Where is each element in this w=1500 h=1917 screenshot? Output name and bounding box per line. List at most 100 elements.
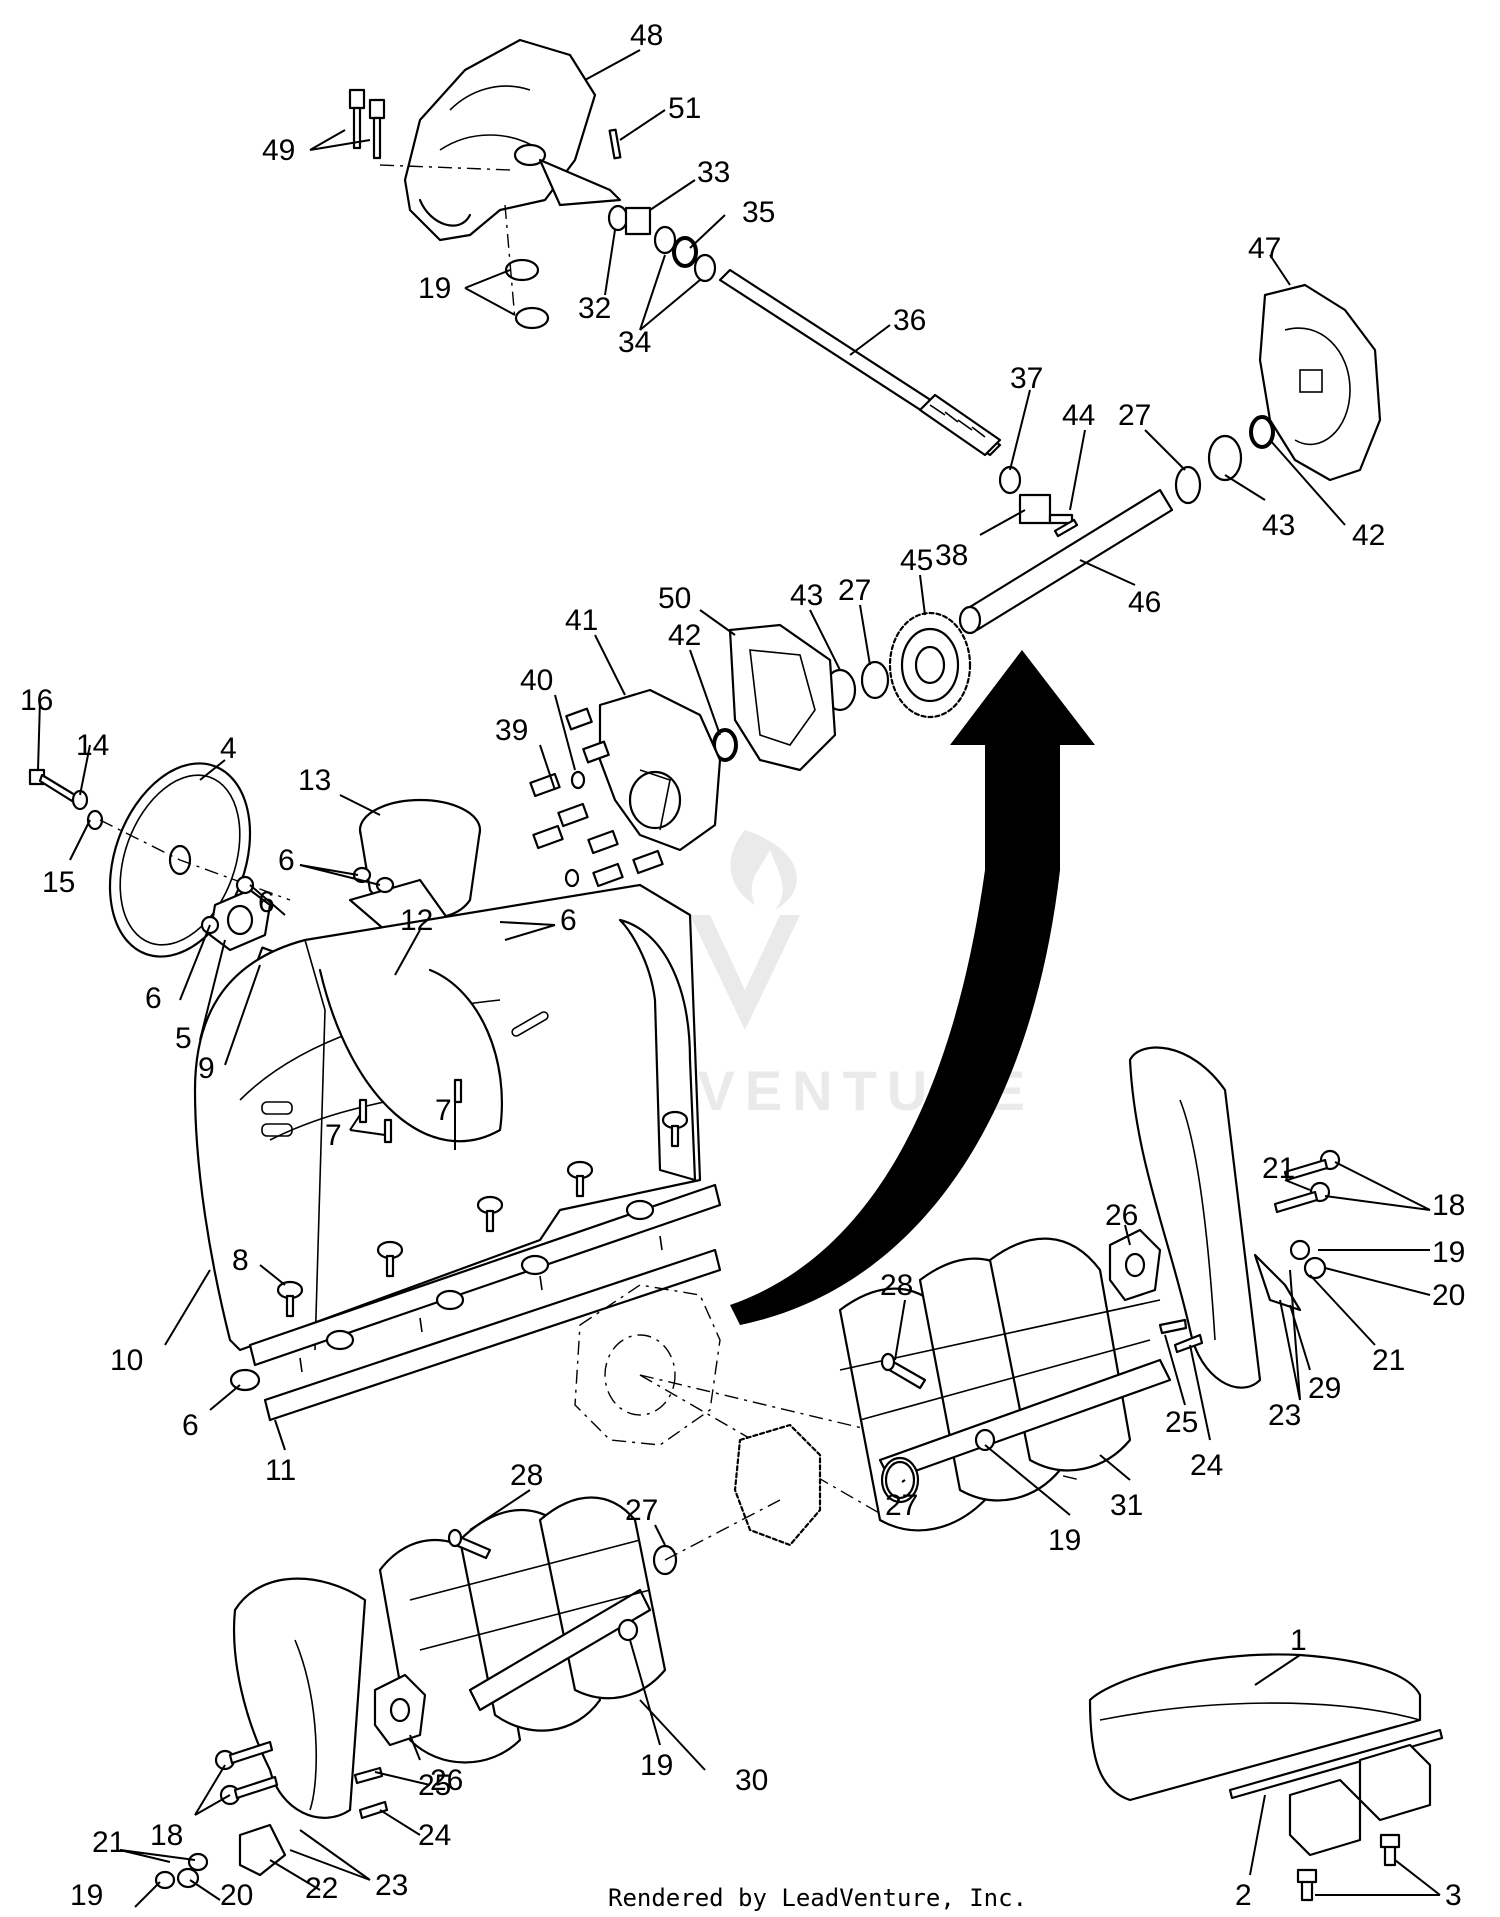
callout-6-skid: 6 xyxy=(182,1409,199,1442)
bolts-24-25-right xyxy=(1158,1318,1204,1354)
pin-51 xyxy=(608,128,622,160)
callout-6-chute-left: 6 xyxy=(278,844,295,877)
seal-washers-42-43-27 xyxy=(1174,415,1275,505)
spacer-27-right xyxy=(884,1460,916,1500)
nuts-6-pulley xyxy=(200,875,255,935)
hardware-18-left xyxy=(214,1740,279,1806)
side-plate-right xyxy=(1128,1046,1262,1389)
callout-18-right: 18 xyxy=(1432,1189,1465,1222)
callout-11: 11 xyxy=(265,1454,296,1487)
callout-24-right: 24 xyxy=(1190,1449,1223,1482)
chute-housing-48 xyxy=(403,38,622,242)
callout-45: 45 xyxy=(900,544,933,577)
callout-25-left: 25 xyxy=(418,1769,451,1802)
side-plate-left xyxy=(232,1577,367,1819)
callout-9: 9 xyxy=(198,1052,215,1085)
nut-19-left xyxy=(617,1618,639,1642)
callout-19-right-hw: 19 xyxy=(1432,1236,1465,1269)
callout-36: 36 xyxy=(893,304,926,337)
callout-40: 40 xyxy=(520,664,553,697)
callout-47: 47 xyxy=(1248,232,1281,265)
callout-20-right: 20 xyxy=(1432,1279,1465,1312)
screws-7 xyxy=(358,1078,463,1144)
callout-50: 50 xyxy=(658,582,691,615)
callout-3: 3 xyxy=(1445,1879,1462,1912)
callout-43-top: 43 xyxy=(1262,509,1295,542)
callout-7-right: 7 xyxy=(435,1094,452,1127)
callout-22: 22 xyxy=(305,1872,338,1905)
callout-42-mid: 42 xyxy=(668,619,701,652)
callout-25-right: 25 xyxy=(1165,1406,1198,1439)
bearing-26-left xyxy=(373,1673,427,1747)
callout-6-flange-top: 6 xyxy=(258,886,275,919)
callout-35: 35 xyxy=(742,196,775,229)
callout-27-mid: 27 xyxy=(838,574,871,607)
gear-45 xyxy=(888,611,972,719)
gasket-50 xyxy=(728,623,837,772)
brackets-inset xyxy=(1288,1743,1432,1857)
footer-credit: Rendered by LeadVenture, Inc. xyxy=(608,1884,1027,1912)
callout-39: 39 xyxy=(495,714,528,747)
callout-26-left: 26 xyxy=(430,1764,463,1797)
callout-24-left: 24 xyxy=(418,1819,451,1852)
nut-19-top xyxy=(504,258,550,330)
callout-28-right: 28 xyxy=(880,1269,913,1302)
callout-34: 34 xyxy=(618,326,651,359)
callout-19-left-auger: 19 xyxy=(640,1749,673,1782)
skid-plate-11 xyxy=(248,1183,722,1422)
callout-20-left: 20 xyxy=(220,1879,253,1912)
nuts-6-skid xyxy=(229,1199,655,1392)
cover-1 xyxy=(1088,1653,1422,1802)
callout-2: 2 xyxy=(1235,1879,1252,1912)
callout-46: 46 xyxy=(1128,586,1161,619)
callout-21-right-bottom: 21 xyxy=(1372,1344,1405,1377)
callout-27-right: 27 xyxy=(885,1489,918,1522)
callout-19-left-hw: 19 xyxy=(70,1879,103,1912)
callout-32: 32 xyxy=(578,292,611,325)
callout-31: 31 xyxy=(1110,1489,1143,1522)
callout-7-left: 7 xyxy=(325,1119,342,1152)
bolt-49 xyxy=(348,88,386,160)
callout-26-right: 26 xyxy=(1105,1199,1138,1232)
callout-37: 37 xyxy=(1010,362,1043,395)
callout-51: 51 xyxy=(668,92,701,125)
worm-shaft-36 xyxy=(718,268,1002,457)
callout-27-top: 27 xyxy=(1118,399,1151,432)
callout-13: 13 xyxy=(298,764,331,797)
callout-27-left: 27 xyxy=(625,1494,658,1527)
carriage-bolts-8 xyxy=(276,1110,689,1318)
callout-41: 41 xyxy=(565,604,598,637)
callout-38: 38 xyxy=(935,539,968,572)
axle-46 xyxy=(958,488,1174,635)
bearing-26-right xyxy=(1108,1228,1162,1302)
callout-8: 8 xyxy=(232,1244,249,1277)
bracket-22 xyxy=(238,1823,287,1877)
bolt-28-left xyxy=(447,1528,492,1560)
callout-5: 5 xyxy=(175,1022,192,1055)
auger-right-31 xyxy=(838,1237,1172,1532)
bolts-39-40 xyxy=(529,707,664,888)
bolt-16 xyxy=(28,768,77,803)
shaft-washers-32-35 xyxy=(607,204,717,283)
callout-30: 30 xyxy=(735,1764,768,1797)
callout-29: 29 xyxy=(1308,1372,1341,1405)
callout-21-left: 21 xyxy=(92,1826,125,1859)
gearbox-center xyxy=(733,1423,822,1547)
bracket-29 xyxy=(1253,1253,1302,1312)
hardware-18-21-right xyxy=(1273,1149,1341,1280)
callout-10: 10 xyxy=(110,1344,143,1377)
callout-18-left: 18 xyxy=(150,1819,183,1852)
bolt-28-right xyxy=(880,1352,927,1390)
callout-42-top: 42 xyxy=(1352,519,1385,552)
bearing-37-38 xyxy=(998,465,1074,525)
callout-43-mid: 43 xyxy=(790,579,823,612)
direction-arrow xyxy=(730,650,1095,1325)
rod-2 xyxy=(1228,1728,1444,1800)
screws-3 xyxy=(1296,1833,1401,1902)
callout-15: 15 xyxy=(42,866,75,899)
callout-21-right-top: 21 xyxy=(1262,1152,1295,1185)
callout-48: 48 xyxy=(630,19,663,52)
gearbox-41 xyxy=(598,688,722,852)
callout-19-top: 19 xyxy=(418,272,451,305)
